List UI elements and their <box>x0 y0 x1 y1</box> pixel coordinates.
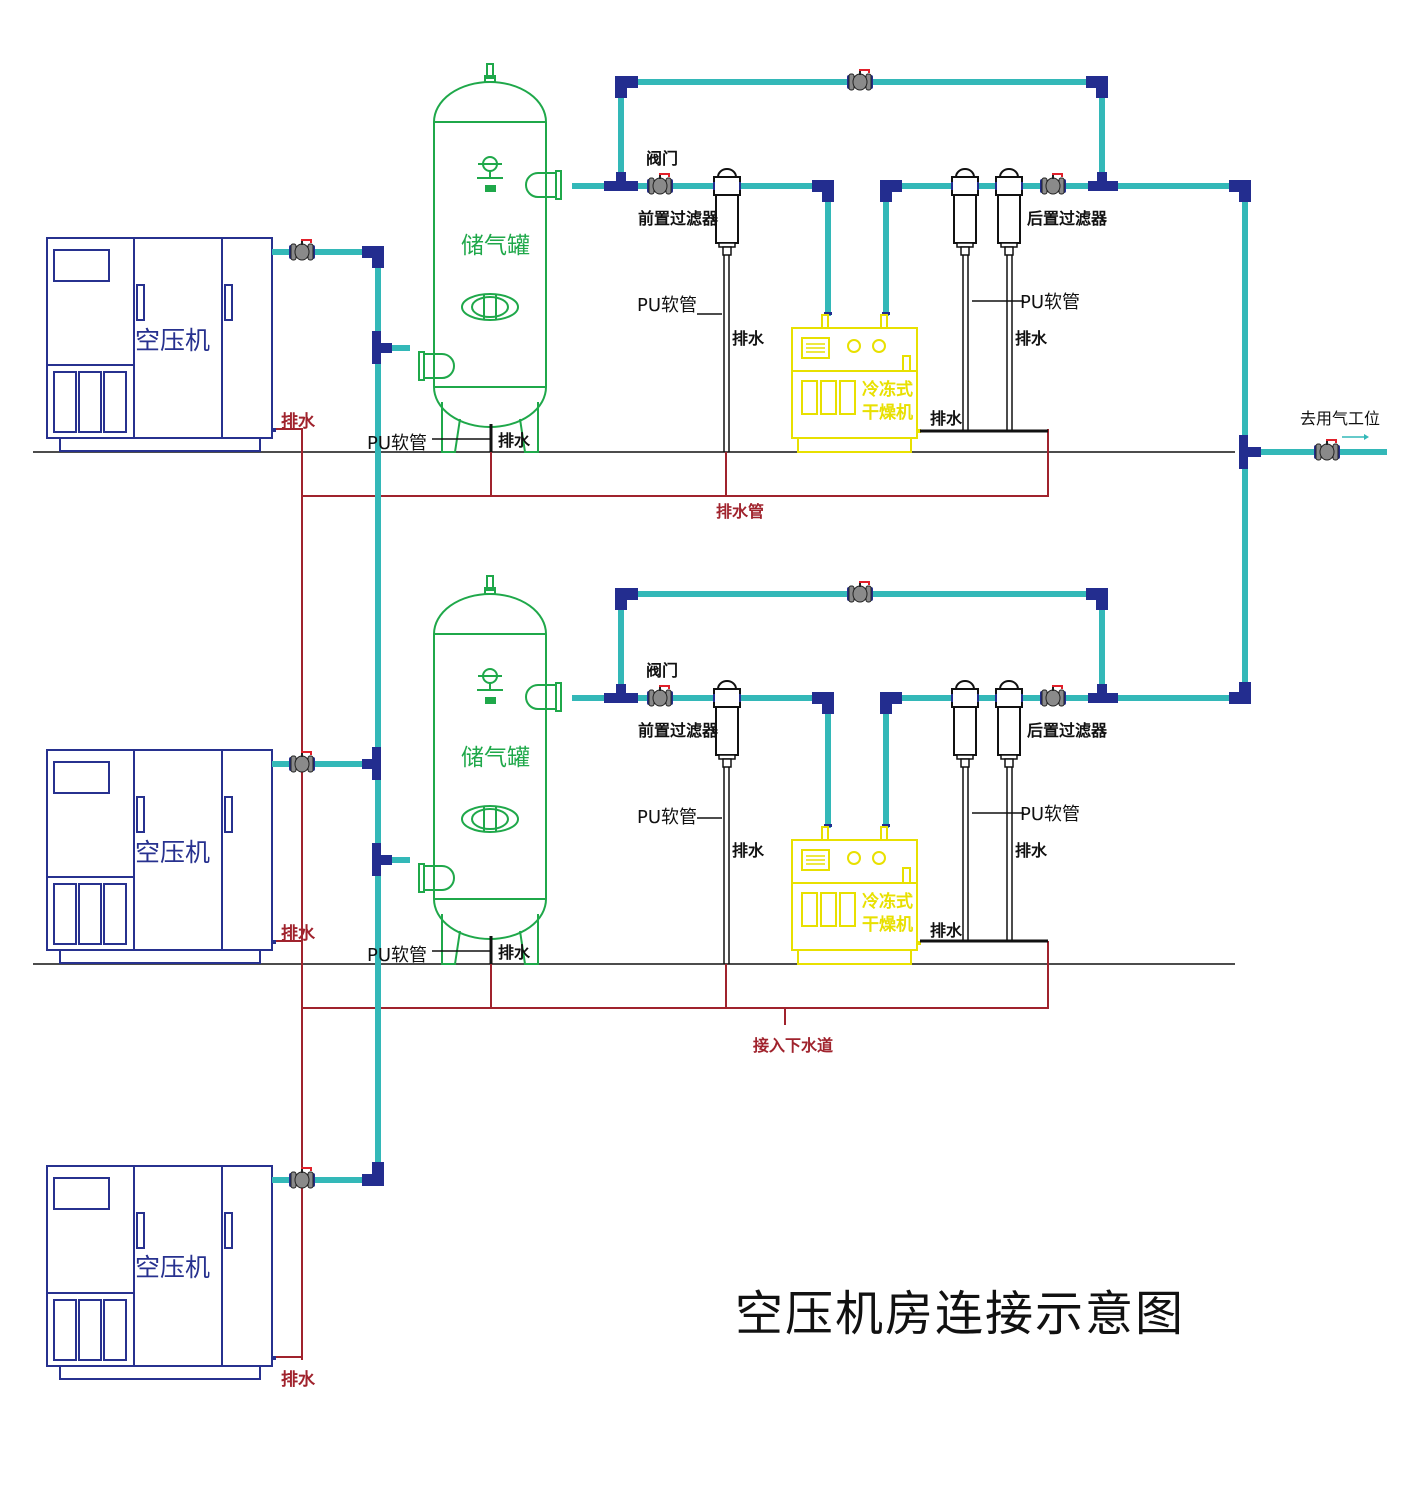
line-1-pre-filter-hose <box>697 255 730 452</box>
tank-1-drain-label: 排水 <box>498 431 531 450</box>
line-1-post-filter-label: 后置过滤器 <box>1027 209 1108 228</box>
compressor-base <box>59 949 261 964</box>
air-compressor-2[interactable]: 空压机 排水 <box>46 749 316 964</box>
line-2-dryer-label-2: 干燥机 <box>862 914 913 935</box>
air-compressor-3[interactable]: 空压机 排水 <box>46 1165 316 1390</box>
compressor-label: 空压机 <box>135 838 210 867</box>
outlet-label: 去用气工位 <box>1300 409 1380 428</box>
line-1-pre-filter-label: 前置过滤器 <box>638 209 719 228</box>
line-2-post-filter-a[interactable] <box>950 680 980 768</box>
compressor-1-valve[interactable] <box>288 239 316 261</box>
line-1-inlet-valve[interactable] <box>646 173 674 195</box>
line-1-pre-filter-drain-label: 排水 <box>732 329 765 348</box>
line-1-valve-label: 阀门 <box>646 149 678 168</box>
line-2-valve-label: 阀门 <box>646 661 678 680</box>
compressor-base <box>59 1365 261 1380</box>
line-2-post-filter-drain-label: 排水 <box>1015 841 1048 860</box>
line-2-post-filter-b[interactable] <box>994 680 1024 768</box>
line-1-post-filter-drain-label: 排水 <box>1015 329 1048 348</box>
line-1-post-filter-b[interactable] <box>994 168 1024 256</box>
line-2-post-filter-hoses <box>962 767 1024 941</box>
storage-tank-1[interactable]: 储气罐 <box>418 63 562 453</box>
tank-1-hose-label: PU软管 <box>367 433 427 454</box>
drain-piping <box>276 428 1049 1360</box>
tank-drain-hoses <box>432 424 493 964</box>
compressor-label: 空压机 <box>135 1253 210 1282</box>
compressor-drain-label: 排水 <box>281 411 316 432</box>
line-1-dryer-label-1: 冷冻式 <box>862 379 913 400</box>
line-1-post-filter-hose-label: PU软管 <box>1020 292 1080 313</box>
compressor-base <box>59 437 261 452</box>
valves <box>288 69 1341 1189</box>
line-1-drain-header-label: 排水管 <box>716 502 764 521</box>
diagram-title: 空压机房连接示意图 <box>735 1286 1185 1342</box>
compressor-2-valve[interactable] <box>288 751 316 773</box>
tank-2-hose-label: PU软管 <box>367 945 427 966</box>
outlet-valve[interactable] <box>1313 439 1341 461</box>
storage-tank-2[interactable]: 储气罐 <box>418 575 562 965</box>
line-2-dryer-label-1: 冷冻式 <box>862 891 913 912</box>
line-1-dryer-label-2: 干燥机 <box>862 402 913 423</box>
tank-label: 储气罐 <box>461 745 530 771</box>
line-1-bypass-valve[interactable] <box>846 69 874 91</box>
line-2-pre-filter-hose-label: PU软管 <box>637 807 697 828</box>
tank-label: 储气罐 <box>461 233 530 259</box>
line-1-dryer-drain-label: 排水 <box>930 409 963 428</box>
compressor-drain-label: 排水 <box>281 1369 316 1390</box>
compressor-drain-label: 排水 <box>281 923 316 944</box>
line-1-post-filter-a[interactable] <box>950 168 980 256</box>
line-2-outlet-valve[interactable] <box>1039 685 1067 707</box>
air-piping <box>272 79 1387 1183</box>
flow-arrow-icon <box>1342 434 1369 440</box>
line-2-post-filter-hose-label: PU软管 <box>1020 804 1080 825</box>
line-2-bypass-valve[interactable] <box>846 581 874 603</box>
line-2-pre-filter-drain-label: 排水 <box>732 841 765 860</box>
line-1-outlet-valve[interactable] <box>1039 173 1067 195</box>
pipe-fittings <box>362 76 1261 1186</box>
line-1-pre-filter-hose-label: PU软管 <box>637 295 697 316</box>
compressor-3-valve[interactable] <box>288 1167 316 1189</box>
line-2-drain-header-label: 接入下水道 <box>753 1036 833 1055</box>
line-2-pre-filter-label: 前置过滤器 <box>638 721 719 740</box>
line-2-post-filter-label: 后置过滤器 <box>1027 721 1108 740</box>
compressor-label: 空压机 <box>135 326 210 355</box>
air-compressor-1[interactable]: 空压机 排水 <box>46 237 316 452</box>
line-2-inlet-valve[interactable] <box>646 685 674 707</box>
line-2-dryer-drain-label: 排水 <box>930 921 963 940</box>
line-1-post-filter-hoses <box>962 255 1024 431</box>
tank-2-drain-label: 排水 <box>498 943 531 962</box>
line-2-pre-filter-hose <box>697 767 730 964</box>
